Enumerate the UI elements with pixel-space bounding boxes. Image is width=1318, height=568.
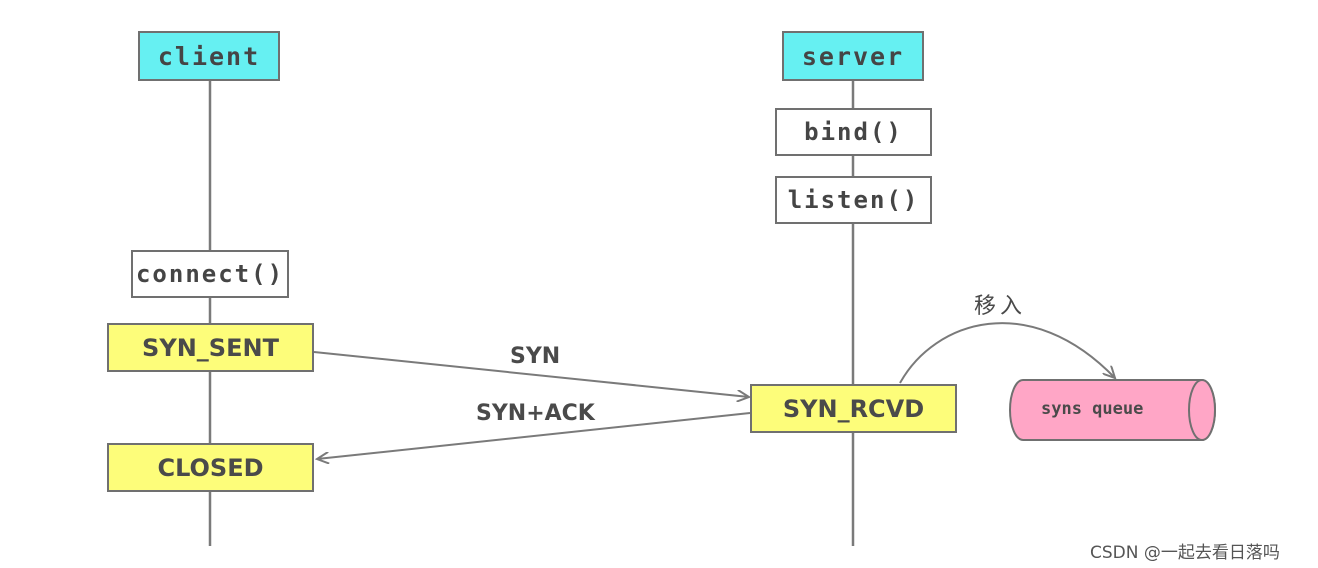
syn-sent-state: SYN_SENT — [107, 323, 314, 372]
syn-ack-label: SYN+ACK — [476, 401, 595, 426]
syns-queue-cylinder — [1009, 379, 1216, 441]
watermark-text: CSDN @一起去看日落吗 — [1090, 543, 1280, 563]
syn-label: SYN — [510, 344, 561, 369]
move-in-arrow — [899, 322, 1115, 384]
closed-state: CLOSED — [107, 443, 314, 492]
move-in-label: 移入 — [974, 294, 1027, 319]
syn-rcvd-state: SYN_RCVD — [750, 384, 957, 433]
syn-arrow — [313, 351, 749, 397]
client-header: client — [138, 31, 280, 81]
syn-ack-arrow — [317, 412, 751, 459]
connect-call-box: connect() — [131, 250, 289, 298]
syns-queue-label: syns queue — [1041, 399, 1144, 419]
bind-call-box: bind() — [775, 108, 932, 156]
listen-call-box: listen() — [775, 176, 932, 224]
server-header: server — [782, 31, 924, 81]
